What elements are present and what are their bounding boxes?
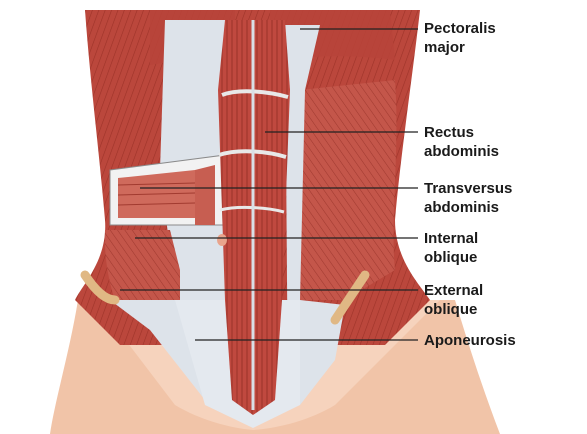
label-line1: Aponeurosis	[424, 332, 516, 349]
label-line1: Internal	[424, 230, 479, 247]
label-line2: abdominis	[424, 143, 500, 160]
label-aponeurosis: Aponeurosis	[424, 331, 516, 350]
label-line1: Rectus	[424, 124, 475, 141]
label-rectus-abdominis: Rectus abdominis	[424, 123, 499, 161]
rectus-abdominis-muscle	[217, 20, 290, 415]
label-external-oblique: External oblique	[424, 281, 483, 319]
label-line2: abdominis	[424, 199, 500, 216]
label-line1: External	[424, 282, 484, 299]
label-line2: oblique	[424, 249, 478, 266]
label-line2: major	[424, 39, 465, 56]
label-internal-oblique: Internal oblique	[424, 229, 478, 267]
label-transversus-abdominis: Transversus abdominis	[424, 179, 512, 217]
internal-oblique-muscle	[104, 230, 180, 300]
iliac-crest	[80, 270, 370, 325]
label-line2: oblique	[424, 301, 478, 318]
external-oblique-muscle	[300, 80, 397, 300]
transversus-abdominis-muscle	[109, 154, 226, 226]
label-pectoralis-major: Pectoralis major	[424, 19, 496, 57]
label-line1: Transversus	[424, 180, 513, 197]
label-line1: Pectoralis	[424, 20, 496, 37]
leader-lines	[120, 28, 418, 341]
